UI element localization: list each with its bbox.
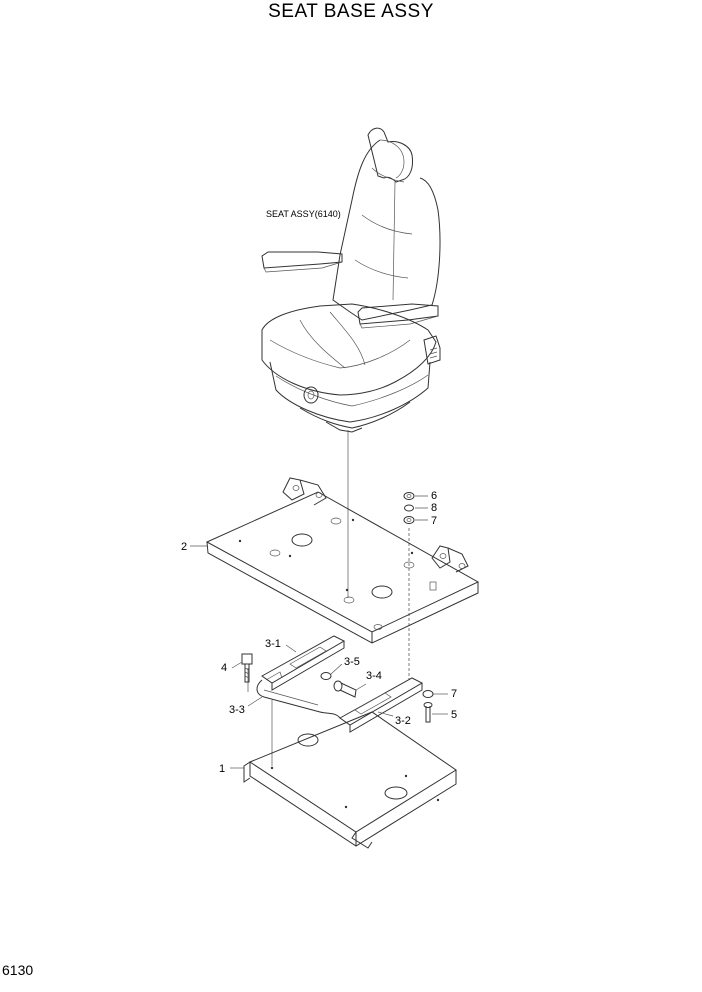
callout-3-2: 3-2 bbox=[395, 715, 411, 727]
slide-rail-left bbox=[261, 635, 346, 691]
callout-3-4: 3-4 bbox=[366, 670, 382, 682]
callout-3-3: 3-3 bbox=[229, 704, 245, 716]
bolt-3-4 bbox=[333, 680, 357, 698]
callout-2: 2 bbox=[181, 541, 187, 553]
page-number: 6130 bbox=[2, 962, 34, 978]
release-wire bbox=[256, 679, 341, 719]
seat-assembly bbox=[261, 127, 441, 433]
nut-washer-stack bbox=[403, 492, 415, 524]
seat-mounting-plate bbox=[205, 477, 480, 644]
callout-3-1: 3-1 bbox=[265, 638, 281, 650]
seat-base-frame bbox=[243, 711, 457, 849]
callout-3-5: 3-5 bbox=[344, 656, 360, 668]
page-title: SEAT BASE ASSY bbox=[268, 1, 434, 22]
washer-7 bbox=[422, 690, 434, 698]
bolt-5 bbox=[423, 702, 433, 723]
callout-4: 4 bbox=[221, 662, 227, 674]
callout-1: 1 bbox=[219, 763, 225, 775]
callout-7-lower: 7 bbox=[451, 688, 457, 700]
callout-7: 7 bbox=[431, 515, 437, 527]
seat-assy-label: SEAT ASSY(6140) bbox=[266, 209, 341, 219]
callout-8: 8 bbox=[431, 502, 437, 514]
bolt-4 bbox=[241, 653, 253, 683]
callout-6: 6 bbox=[431, 490, 437, 502]
callout-5: 5 bbox=[451, 709, 457, 721]
washer-3-5 bbox=[320, 672, 332, 680]
